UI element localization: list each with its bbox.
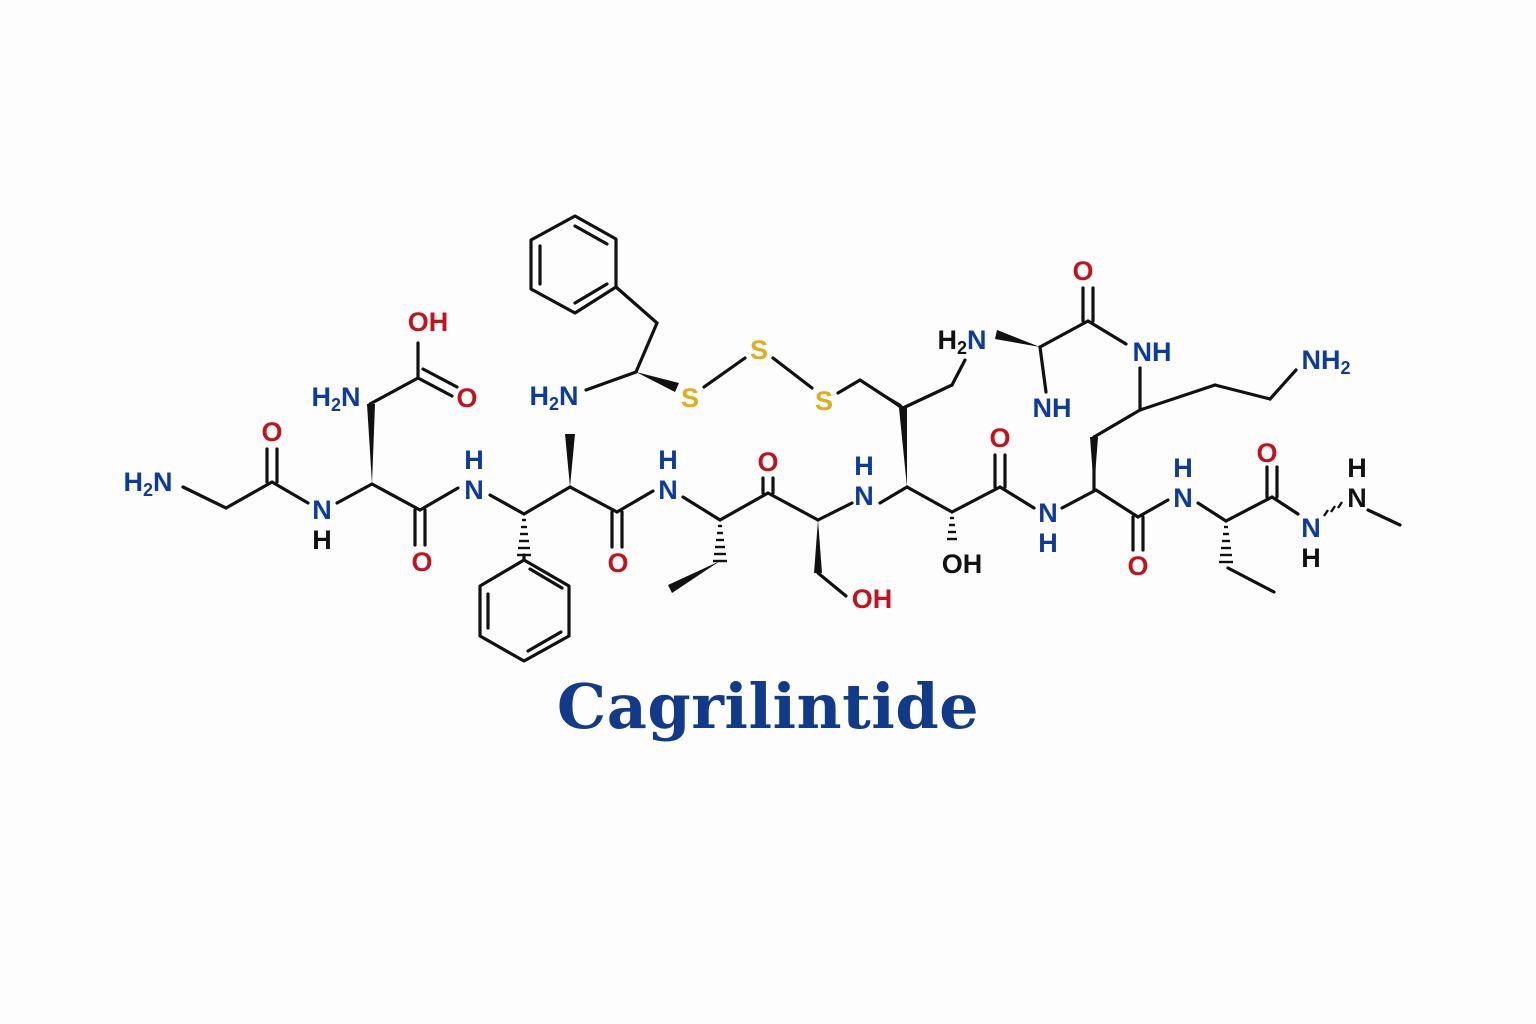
hydroxyl-label: OH xyxy=(852,584,893,614)
carbonyl-oxygen-label: O xyxy=(261,417,282,447)
backbone-bonds xyxy=(181,285,1402,598)
hydrazide-hydrogen-label: H xyxy=(1301,543,1321,573)
wedge-bonds xyxy=(367,330,1098,593)
amine-label: H2N xyxy=(311,382,360,415)
molecule-name: Cagrilintide xyxy=(556,670,980,743)
amide-nitrogen-label: N xyxy=(854,481,874,511)
carbonyl-oxygen-label: O xyxy=(411,547,432,577)
amide-nitrogen-label: N xyxy=(312,495,332,525)
hashed-bonds xyxy=(517,501,1343,564)
amide-nh-label: NH xyxy=(1133,337,1172,367)
hydrazide-nitrogen-label: N xyxy=(1347,483,1367,513)
sulfur-label: S xyxy=(750,335,768,365)
amide-hydrogen-label: H xyxy=(1173,453,1193,483)
amide-hydrogen-label: H xyxy=(1038,528,1058,558)
carbonyl-oxygen-label: O xyxy=(989,423,1010,453)
carbonyl-oxygen-label: O xyxy=(757,447,778,477)
carbonyl-oxygen-label: O xyxy=(607,548,628,578)
amide-hydrogen-label: H xyxy=(658,445,678,475)
hydrazide-hydrogen-label: H xyxy=(1347,453,1367,483)
hydrazide-nitrogen-label: N xyxy=(1301,513,1321,543)
amide-hydrogen-label: H xyxy=(854,451,874,481)
amide-nitrogen-label: N xyxy=(1173,483,1193,513)
carbonyl-oxygen-label: O xyxy=(1072,256,1093,286)
carbonyl-oxygen-label: O xyxy=(1256,438,1277,468)
amine-label: H2N xyxy=(529,381,578,414)
hydroxyl-label: OH xyxy=(408,307,449,337)
amide-nh-label: NH xyxy=(1033,393,1072,423)
carbonyl-bonds xyxy=(265,286,1279,552)
amide-hydrogen-label: H xyxy=(312,525,332,555)
phenyl-ring-upper xyxy=(529,214,618,315)
amide-nitrogen-label: N xyxy=(464,475,484,505)
sulfur-label: S xyxy=(815,386,833,416)
terminal-amine-label: NH2 xyxy=(1301,345,1350,378)
sulfur-label: S xyxy=(681,383,699,413)
hydroxyl-label: OH xyxy=(942,549,983,579)
amide-nitrogen-label: N xyxy=(1038,498,1058,528)
atom-labels: H2N O N H H2N OH O O H N O H N O OH H N … xyxy=(123,256,1366,614)
terminal-amine-label: H2N xyxy=(123,467,172,500)
phenyl-ring-lower xyxy=(478,553,571,663)
carboxyl-oxygen-label: O xyxy=(456,383,477,413)
carbonyl-oxygen-label: O xyxy=(1127,551,1148,581)
amide-nitrogen-label: N xyxy=(658,475,678,505)
amide-hydrogen-label: H xyxy=(464,445,484,475)
amine-label: H2N xyxy=(937,325,986,358)
